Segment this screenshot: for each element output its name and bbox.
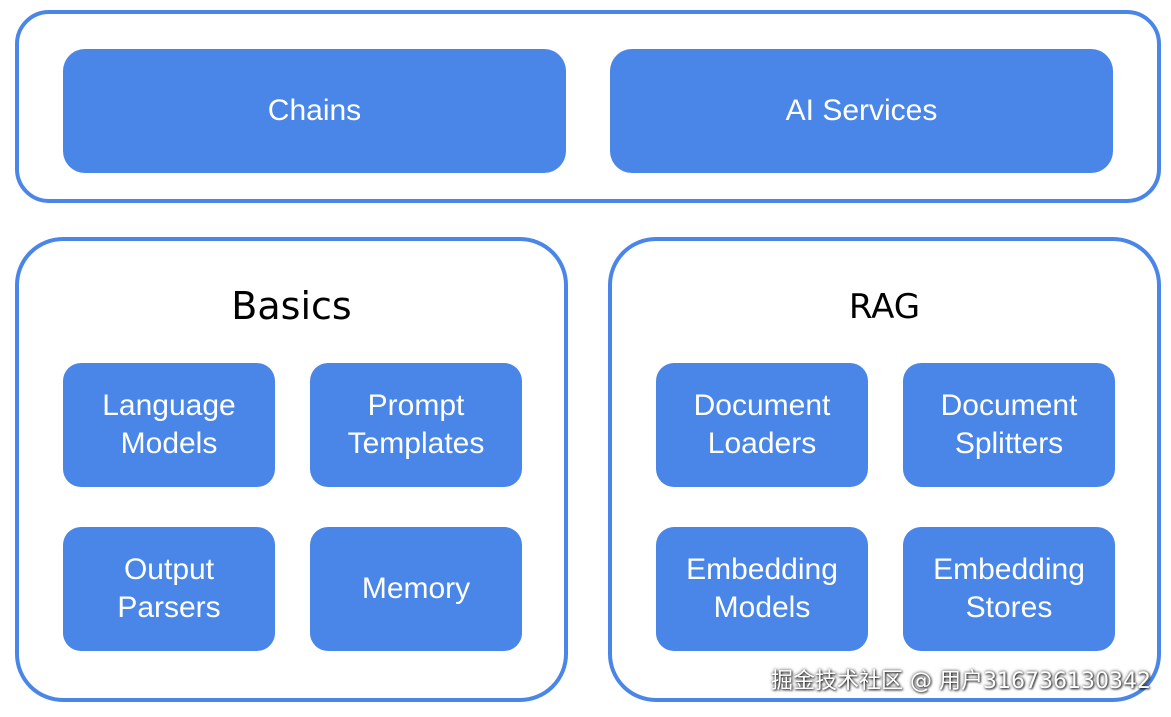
embedding-stores-label-line2: Stores (965, 591, 1053, 624)
memory-box: Memory (310, 527, 522, 651)
watermark: 掘金技术社区 @ 用户316736130342 (771, 669, 1151, 694)
language-models-label-line2: Models (120, 427, 218, 460)
basics-panel: Basics Language Models Prompt Templates … (15, 237, 568, 702)
prompt-templates-label-line1: Prompt (367, 389, 465, 422)
document-loaders-box: Document Loaders (656, 363, 868, 487)
language-models-label-line1: Language (102, 389, 236, 422)
prompt-templates-label-line2: Templates (347, 427, 485, 460)
top-layer-panel: Chains AI Services (15, 10, 1161, 203)
output-parsers-label-line1: Output (123, 553, 215, 586)
output-parsers-box: Output Parsers (63, 527, 275, 651)
memory-label: Memory (361, 572, 471, 605)
embedding-stores-box: Embedding Stores (903, 527, 1115, 651)
document-splitters-box: Document Splitters (903, 363, 1115, 487)
document-splitters-label-line2: Splitters (954, 427, 1064, 460)
basics-title: Basics (231, 284, 352, 328)
rag-title: RAG (848, 287, 921, 327)
embedding-models-label-line1: Embedding (686, 553, 838, 586)
chains-label: Chains (267, 94, 362, 127)
chains-box: Chains (63, 49, 566, 173)
document-splitters-label-line1: Document (940, 389, 1078, 422)
embedding-models-label-line2: Models (713, 591, 811, 624)
embedding-stores-label-line1: Embedding (933, 553, 1085, 586)
language-models-box: Language Models (63, 363, 275, 487)
ai-services-label: AI Services (785, 94, 938, 127)
embedding-models-box: Embedding Models (656, 527, 868, 651)
document-loaders-label-line1: Document (693, 389, 831, 422)
output-parsers-label-line2: Parsers (117, 591, 221, 624)
prompt-templates-box: Prompt Templates (310, 363, 522, 487)
ai-services-box: AI Services (610, 49, 1113, 173)
document-loaders-label-line2: Loaders (707, 427, 817, 460)
rag-panel: RAG Document Loaders Document Splitters … (608, 237, 1161, 702)
